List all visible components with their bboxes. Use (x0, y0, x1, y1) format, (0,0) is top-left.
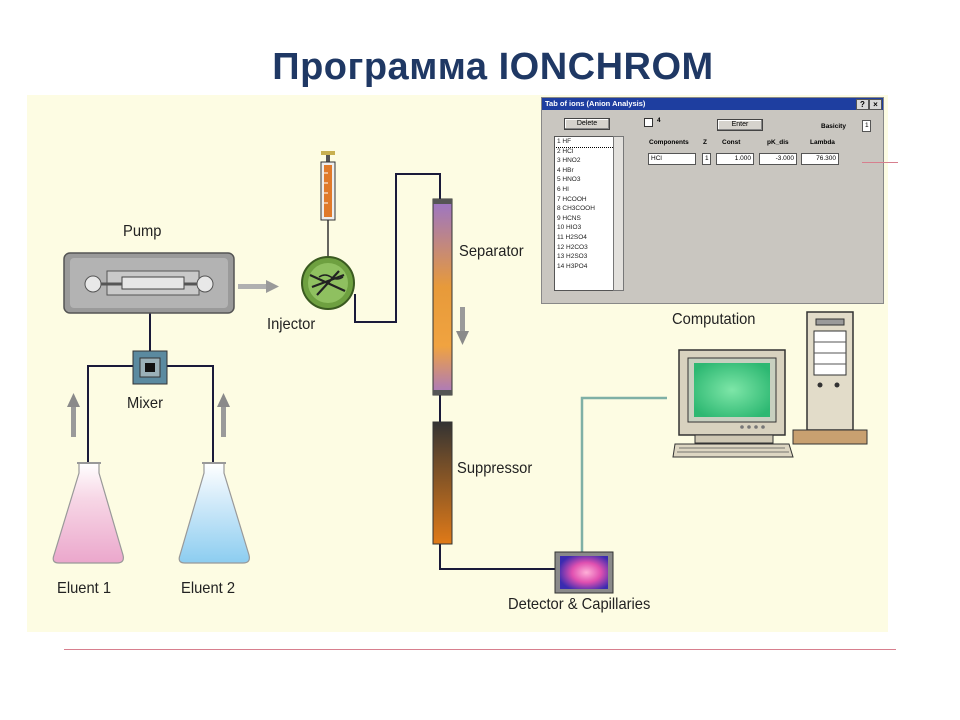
col-lambda: Lambda (810, 139, 835, 146)
col-const: Const (722, 139, 741, 146)
list-item[interactable]: 10 HIO3 (557, 224, 582, 232)
flow-arrow-eluent1 (67, 393, 80, 437)
pump (63, 252, 235, 314)
ion-chromatography-diagram (52, 151, 868, 594)
list-item[interactable]: 1 HF (555, 137, 622, 148)
component-field[interactable]: HCl (648, 153, 696, 165)
accent-rule (862, 162, 898, 163)
computation-label: Computation (672, 311, 756, 328)
computer (672, 311, 868, 458)
list-item[interactable]: 12 H2CO3 (557, 243, 588, 251)
lambda-field[interactable]: 76.300 (801, 153, 839, 165)
basicity-label: Basicity (821, 123, 846, 130)
detector-label: Detector & Capillaries (508, 596, 651, 613)
close-button[interactable]: × (869, 99, 882, 110)
col-z: Z (703, 139, 707, 146)
mixer (132, 350, 168, 385)
eluent1-label: Eluent 1 (57, 580, 112, 597)
slide-title: Программа IONCHROM (272, 46, 714, 88)
list-item[interactable]: 3 HNO2 (557, 157, 581, 165)
eluent2-flask (178, 462, 250, 564)
suppressor-column (432, 421, 453, 545)
injector-valve (301, 256, 355, 310)
z-field[interactable]: 1 (702, 153, 711, 165)
col-pk: pK_dis (767, 139, 789, 146)
list-item[interactable]: 11 H2SO4 (557, 233, 587, 241)
checkbox-label: 4 (657, 117, 661, 124)
pk-field[interactable]: -3.000 (759, 153, 797, 165)
flow-arrow-pump (238, 280, 279, 293)
mixer-label: Mixer (127, 395, 163, 412)
col-components: Components (649, 139, 689, 146)
option-checkbox[interactable] (644, 118, 653, 127)
footer-rule (64, 649, 896, 650)
list-item[interactable]: 6 HI (557, 185, 569, 193)
ions-list[interactable]: 1 HF 2 HCl 3 HNO2 4 HBr 5 HNO3 6 HI 7 HC… (554, 136, 623, 291)
list-item[interactable]: 4 HBr (557, 166, 574, 174)
list-item[interactable]: 5 HNO3 (557, 176, 581, 184)
injector-label: Injector (267, 316, 316, 333)
separator-column (432, 198, 453, 396)
delete-button[interactable]: Delete (564, 118, 610, 130)
const-field[interactable]: 1.000 (716, 153, 754, 165)
help-button[interactable]: ? (856, 99, 869, 110)
ions-dialog: Tab of ions (Anion Analysis) ? × Delete … (541, 97, 884, 304)
syringe (320, 151, 336, 257)
suppressor-label: Suppressor (457, 460, 533, 477)
list-item[interactable]: 7 HCOOH (557, 195, 587, 203)
eluent2-label: Eluent 2 (181, 580, 236, 597)
flow-arrow-down (456, 307, 469, 345)
tubing (87, 173, 557, 570)
flow-arrow-eluent2 (217, 393, 230, 437)
list-item[interactable]: 14 H3PO4 (557, 262, 588, 270)
list-item[interactable]: 2 HCl (557, 147, 574, 155)
separator-label: Separator (459, 243, 524, 260)
list-item[interactable]: 8 CH3COOH (557, 205, 595, 213)
basicity-field[interactable]: 1 (862, 120, 871, 132)
eluent1-flask (52, 462, 124, 564)
pump-label: Pump (123, 223, 162, 240)
list-item[interactable]: 9 HCNS (557, 214, 581, 222)
detector (554, 551, 614, 594)
list-item[interactable]: 13 H2SO3 (557, 253, 588, 261)
enter-button[interactable]: Enter (717, 119, 763, 131)
list-scrollbar[interactable] (613, 136, 624, 291)
signal-line (580, 396, 667, 552)
dialog-title: Tab of ions (Anion Analysis) (542, 98, 883, 110)
